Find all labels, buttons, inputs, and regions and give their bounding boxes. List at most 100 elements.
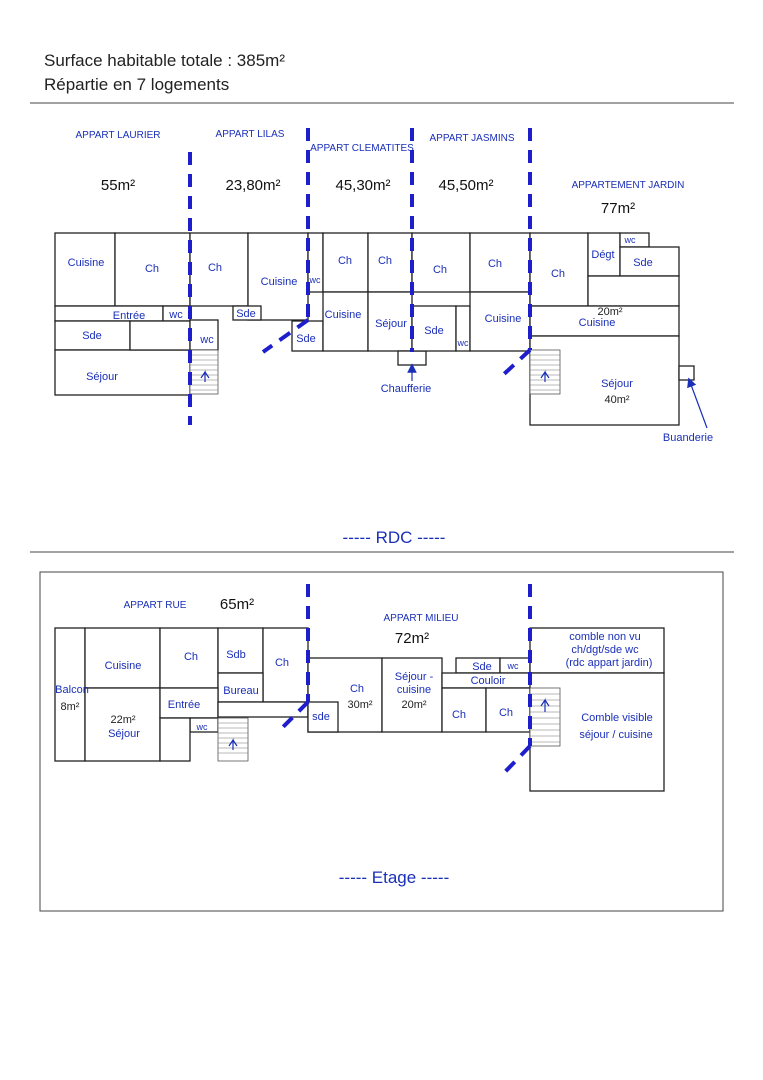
label-comble-3: (rdc appart jardin) [566,657,653,669]
label-milieu-area30: 30m² [347,699,372,711]
label-lilas-sde: Sde [236,308,256,320]
room-buanderie [678,365,695,381]
divider-rue-milieu-diag [279,700,310,731]
apt-label-laurier: APPART LAURIER [75,130,160,141]
label-milieu-couloir: Couloir [471,675,506,687]
units-count-heading: Répartie en 7 logements [44,75,230,94]
room-rue-balcon [54,627,86,762]
room-clematites-cuisine [322,291,369,352]
label-clematites-sejour: Séjour [375,318,407,330]
label-clematites-ch1: Ch [338,255,352,267]
room-jardin-ch [529,232,589,307]
label-milieu-sejour-cuisine-2: cuisine [397,684,431,696]
label-comble-visible-2: séjour / cuisine [579,729,652,741]
label-rue-ch2: Ch [275,657,289,669]
label-rue-sdb: Sdb [226,649,246,661]
label-jasmins-sde: Sde [424,325,444,337]
label-comble-1: comble non vu [569,631,641,643]
label-jasmins-wc: wc [457,338,469,348]
apt-label-rue: APPART RUE [124,600,187,611]
room-laurier-hall [129,320,191,351]
label-rue-wc: wc [196,722,208,732]
label-rue-ch1: Ch [184,651,198,663]
label-rue-bureau: Bureau [223,685,258,697]
label-rue-sejour: Séjour [108,728,140,740]
label-rue-balcon: Balcon [55,684,89,696]
label-rue-area8: 8m² [61,701,80,713]
room-milieu-sejour-cuisine [381,657,443,733]
stairs-lilas [189,349,219,395]
label-milieu-ch2: Ch [452,709,466,721]
divider-jasmins-jardin-diag [501,348,532,377]
label-milieu-ch: Ch [350,683,364,695]
room-rue-corridor [217,701,309,718]
label-jardin-ch: Ch [551,268,565,280]
label-jardin-area20: 20m² [597,306,622,318]
total-area-heading: Surface habitable totale : 385m² [44,51,285,70]
label-milieu-area20: 20m² [401,699,426,711]
room-rue-cuisine [84,627,161,689]
label-lilas-wc: wc [199,334,214,346]
label-lilas-cuisine: Cuisine [261,276,298,288]
label-milieu-ch3: Ch [499,707,513,719]
rdc-title: ----- RDC ----- [343,528,446,547]
label-jardin-wc: wc [624,235,636,245]
divider-lilas-clematites-diag [261,318,310,354]
label-clematites-ch2: Ch [378,255,392,267]
room-jasmins-ch1 [411,232,471,293]
room-laurier-entree [54,305,164,322]
stairs-rue [217,717,249,762]
label-jardin-area40: 40m² [604,394,629,406]
room-laurier-sejour [54,349,191,396]
divider-milieu-comble-diag [501,744,532,776]
room-milieu-ch2 [441,687,487,733]
room-comble-non-vu [529,627,665,674]
rdc-plan: APPART LAURIER APPART LILAS APPART CLEMA… [54,128,713,547]
room-clematites-sejour [367,291,413,352]
etage-plan: APPART RUE 65m² APPART MILIEU 72m² Balco… [39,571,724,912]
area-laurier: 55m² [101,177,135,194]
room-laurier-ch [114,232,191,307]
label-laurier-ch: Ch [145,263,159,275]
room-clematites-ch2 [367,232,413,293]
label-milieu-sde: sde [312,711,330,723]
room-chaufferie [397,350,427,366]
area-lilas: 23,80m² [225,177,280,194]
room-jasmins-cuisine [469,291,531,352]
buanderie-arrow [687,377,708,429]
label-laurier-sde: Sde [82,330,102,342]
label-milieu-sde2: Sde [472,661,492,673]
room-rue-entree [159,687,219,719]
label-clematites-sde: Sde [296,333,316,345]
label-rue-entree: Entrée [168,699,200,711]
room-jardin-cuisine-top [587,275,680,307]
label-milieu-wc: wc [507,661,519,671]
room-rue-sdb [217,627,264,674]
label-rue-cuisine: Cuisine [105,660,142,672]
label-clematites-wc: wc [309,275,321,285]
label-comble-2: ch/dgt/sde wc [571,644,639,656]
apt-label-clematites: APPART CLEMATITES [310,143,414,154]
label-clematites-cuisine: Cuisine [325,309,362,321]
room-laurier-cuisine [54,232,116,307]
etage-frame [39,571,724,912]
label-laurier-cuisine: Cuisine [68,257,105,269]
label-jasmins-ch2: Ch [488,258,502,270]
label-lilas-ch: Ch [208,262,222,274]
label-laurier-sejour: Séjour [86,371,118,383]
apt-label-jardin: APPARTEMENT JARDIN [572,180,685,191]
apt-label-lilas: APPART LILAS [216,129,285,140]
area-jardin: 77m² [601,200,635,217]
room-rue-ch1 [159,627,219,689]
room-laurier-sde [54,320,131,351]
etage-title: ----- Etage ----- [339,868,449,887]
label-jardin-sde: Sde [633,257,653,269]
room-milieu-sde [307,701,339,733]
label-laurier-entree: Entrée [113,310,145,322]
stairs-milieu [529,687,561,747]
room-milieu-ch3 [485,687,531,733]
room-jardin-sde [619,246,680,277]
room-rue-ch2 [262,627,309,703]
label-jasmins-ch1: Ch [433,264,447,276]
